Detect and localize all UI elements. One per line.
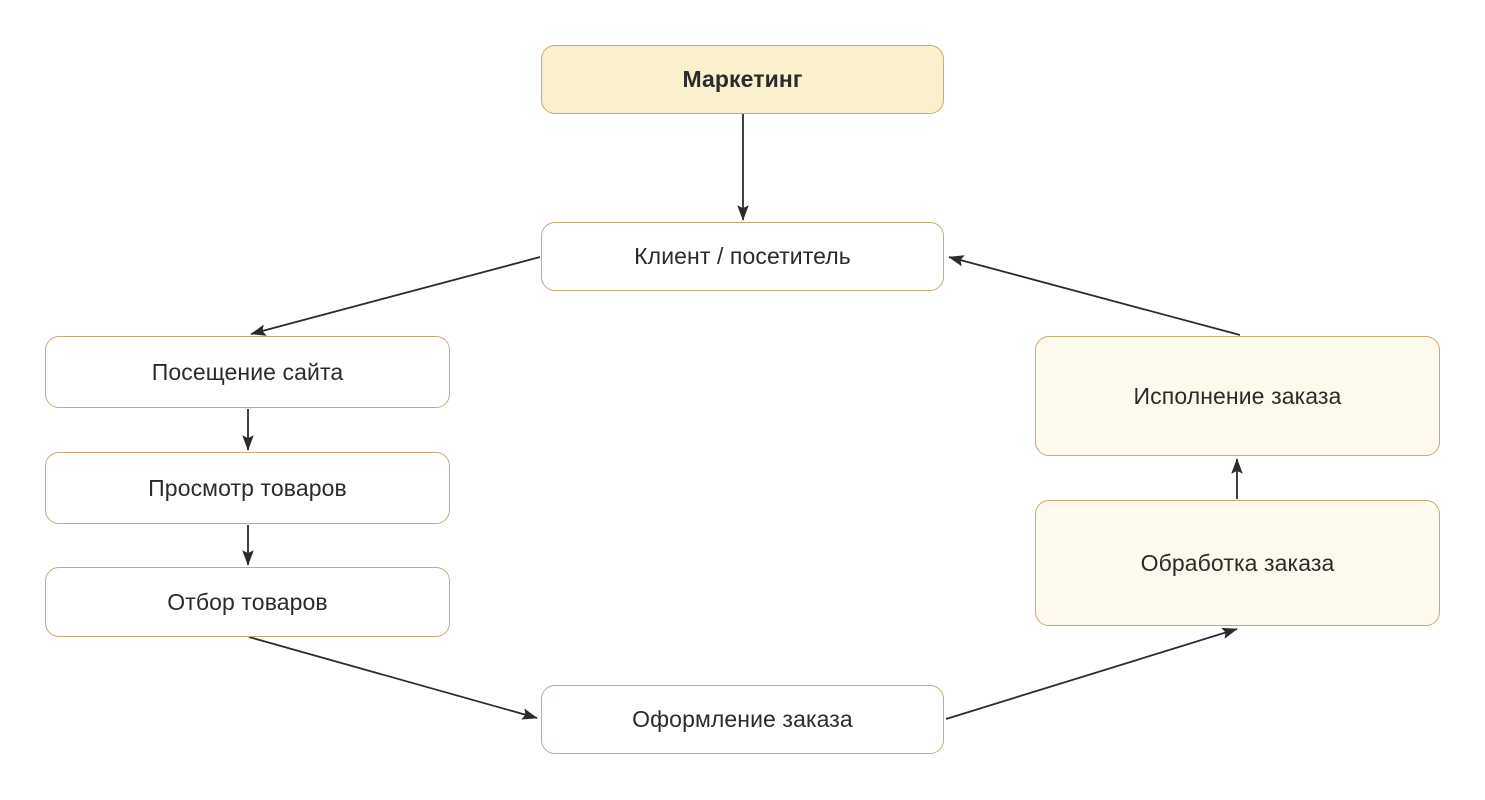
node-select-goods-label: Отбор товаров bbox=[167, 588, 328, 615]
node-marketing-label: Маркетинг bbox=[682, 66, 803, 93]
edge-checkout-to-order-process bbox=[945, 627, 1238, 720]
node-site-visit-label: Посещение сайта bbox=[151, 358, 344, 385]
node-checkout[interactable]: Оформление заказа bbox=[541, 685, 944, 754]
node-browse-goods[interactable]: Просмотр товаров bbox=[45, 452, 450, 524]
node-select-goods[interactable]: Отбор товаров bbox=[45, 567, 450, 637]
node-order-fulfill[interactable]: Исполнение заказа bbox=[1035, 336, 1440, 456]
node-site-visit[interactable]: Посещение сайта bbox=[45, 336, 450, 408]
node-client-label: Клиент / посетитель bbox=[634, 243, 851, 270]
edge-order-fulfill-to-client bbox=[948, 255, 1241, 336]
node-client[interactable]: Клиент / посетитель bbox=[541, 222, 944, 291]
node-order-process-label: Обработка заказа bbox=[1140, 549, 1335, 576]
edge-client-to-site-visit bbox=[250, 256, 541, 336]
node-marketing[interactable]: Маркетинг bbox=[541, 45, 944, 114]
node-browse-goods-label: Просмотр товаров bbox=[148, 474, 347, 501]
node-checkout-label: Оформление заказа bbox=[632, 706, 853, 733]
node-order-fulfill-label: Исполнение заказа bbox=[1133, 382, 1342, 409]
edge-select-goods-to-checkout bbox=[248, 636, 538, 720]
node-order-process[interactable]: Обработка заказа bbox=[1035, 500, 1440, 626]
